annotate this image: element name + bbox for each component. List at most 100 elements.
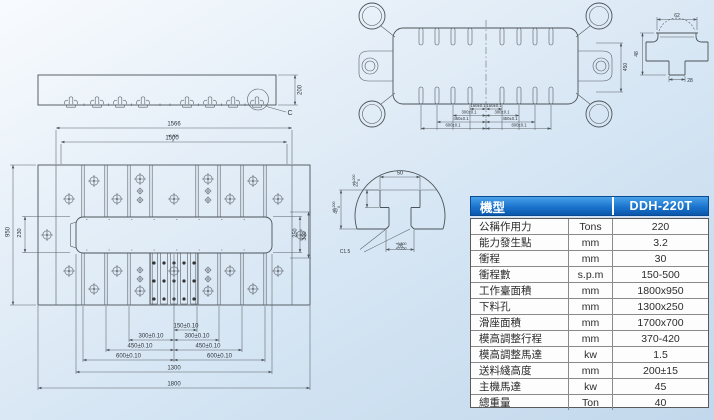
svg-text:+0.200: +0.200 (332, 201, 336, 212)
spec-label: 送料綫高度 (479, 365, 532, 377)
spec-value: 45 (654, 380, 667, 393)
dim-slide-450l: 450±0.1 (453, 116, 469, 121)
svg-text:0: 0 (357, 179, 361, 181)
table-row: 下料孔 mm 1300x250 (471, 298, 708, 314)
dim-1800: 1800 (167, 382, 181, 388)
dim-slide-150l: 150±0.1 (470, 103, 486, 108)
spec-unit: mm (568, 251, 613, 266)
spec-value: 200±15 (643, 364, 678, 377)
spec-label: 工作臺面積 (479, 285, 532, 297)
table-row: 衝程 mm 30 (471, 250, 708, 266)
dim-detail-22: 22 (354, 181, 360, 187)
dim-250: 250 (293, 228, 299, 237)
spec-label: 模高調整馬達 (479, 349, 542, 361)
dim-slide-300l: 300±0.1 (461, 110, 477, 115)
dim-600l: 600±0.10 (116, 354, 142, 360)
spec-unit: mm (568, 363, 613, 378)
dim-section-48: 48 (634, 51, 640, 57)
dim-detail-50: 50 (397, 171, 403, 177)
model-header-label: 機型 (480, 200, 506, 215)
table-row: 衝程數 s.p.m 150-500 (471, 266, 708, 282)
spec-unit: Tons (568, 219, 613, 234)
bolster-top-view: 1566 1500 +0.300 0 950 230 250 300 150±0… (6, 122, 311, 390)
table-row: 總重量 Ton 40 (471, 394, 708, 410)
spec-unit: mm (568, 315, 613, 330)
table-row: 主機馬達 kw 45 (471, 378, 708, 394)
svg-text:+0.300: +0.300 (167, 134, 178, 138)
dim-300r: 300±0.10 (185, 334, 211, 340)
spec-label: 公稱作用力 (479, 221, 532, 233)
dim-230: 230 (17, 228, 23, 237)
spec-value: 150-500 (641, 268, 680, 281)
dim-450r: 450±0.10 (196, 344, 222, 350)
spec-table-body: 公稱作用力 Tons 220 能力發生點 mm 3.2 衝程 mm 30 衝程數… (470, 218, 709, 410)
detail-c-callout-circle (247, 88, 269, 111)
dim-1300: 1300 (167, 366, 181, 372)
dim-slide-150r: 150±0.1 (486, 103, 502, 108)
table-row: 能力發生點 mm 3.2 (471, 234, 708, 250)
dim-slide-600r: 600±0.1 (511, 123, 527, 128)
svg-text:+0.200: +0.200 (352, 174, 356, 185)
dim-950: 950 (6, 226, 12, 237)
table-row: 工作臺面積 mm 1800x950 (471, 282, 708, 298)
svg-text:0: 0 (337, 206, 341, 208)
dim-600r: 600±0.10 (207, 354, 233, 360)
dim-1500: 1500 (165, 136, 179, 142)
slide-bottom-view: 450 150±0.1 150±0.1 300±0.1 300±0.1 450±… (358, 2, 629, 130)
spec-unit: Ton (568, 395, 613, 410)
model-header-value: DDH-220T (612, 197, 708, 215)
spec-label: 衝程數 (479, 269, 511, 281)
dim-300l: 300±0.10 (139, 334, 165, 340)
detail-c-label: C (287, 110, 292, 117)
bolster-side-view: C 200 (37, 74, 304, 117)
dim-300: 300 (302, 231, 308, 240)
spec-value: 40 (654, 396, 667, 409)
spec-unit: kw (568, 347, 613, 362)
dim-detail-49: 49 (334, 208, 340, 214)
spec-value: 1800x950 (637, 284, 684, 297)
spec-value: 220 (651, 220, 670, 233)
detail-c-view: 50 22 +0.200 0 49 +0.200 0 28 +0.500 +0.… (332, 170, 446, 255)
dim-section-62: 62 (674, 13, 680, 19)
table-row: 公稱作用力 Tons 220 (471, 219, 708, 234)
spec-unit: mm (568, 235, 613, 250)
dim-1566: 1566 (167, 122, 181, 128)
table-row: 滑座面積 mm 1700x700 (471, 314, 708, 330)
table-row: 模高調整行程 mm 370-420 (471, 330, 708, 346)
spec-unit: s.p.m (568, 267, 613, 282)
spec-table: 機型 DDH-220T 公稱作用力 Tons 220 能力發生點 mm 3.2 … (470, 196, 709, 410)
spec-label: 衝程 (479, 253, 500, 265)
spec-unit: mm (568, 283, 613, 298)
spec-value: 370-420 (641, 332, 680, 345)
dim-section-28: 28 (687, 78, 693, 84)
dim-detail-28: 28 (397, 244, 403, 250)
spec-value: 1700x700 (637, 316, 684, 329)
spec-label: 能力發生點 (479, 237, 532, 249)
spec-unit: mm (568, 331, 613, 346)
spec-label: 主機馬達 (479, 381, 521, 393)
table-row: 模高調整馬達 kw 1.5 (471, 346, 708, 362)
spec-label: 總重量 (479, 397, 511, 409)
spec-label: 滑座面積 (479, 317, 521, 329)
table-row: 送料綫高度 mm 200±15 (471, 362, 708, 378)
spec-label: 模高調整行程 (479, 333, 542, 345)
spec-table-header: 機型 DDH-220T (470, 196, 709, 216)
tslot-section-detail: 62 48 28 (634, 13, 709, 84)
spec-unit: kw (568, 379, 613, 394)
svg-text:+0.500: +0.500 (395, 242, 406, 246)
dim-bar-height: 200 (298, 84, 304, 95)
dim-150: 150±0.10 (174, 324, 200, 330)
dim-slide-450: 450 (623, 63, 629, 72)
spec-unit: mm (568, 299, 613, 314)
dim-slide-450r: 450±0.1 (502, 116, 518, 121)
spec-value: 1.5 (653, 348, 668, 361)
dim-450l: 450±0.10 (128, 344, 154, 350)
dim-slide-600l: 600±0.1 (445, 123, 461, 128)
spec-value: 1300x250 (637, 300, 684, 313)
spec-label: 下料孔 (479, 301, 511, 313)
svg-text:+0.250: +0.250 (395, 246, 406, 250)
spec-value: 3.2 (653, 236, 668, 249)
svg-text:0: 0 (172, 139, 174, 143)
